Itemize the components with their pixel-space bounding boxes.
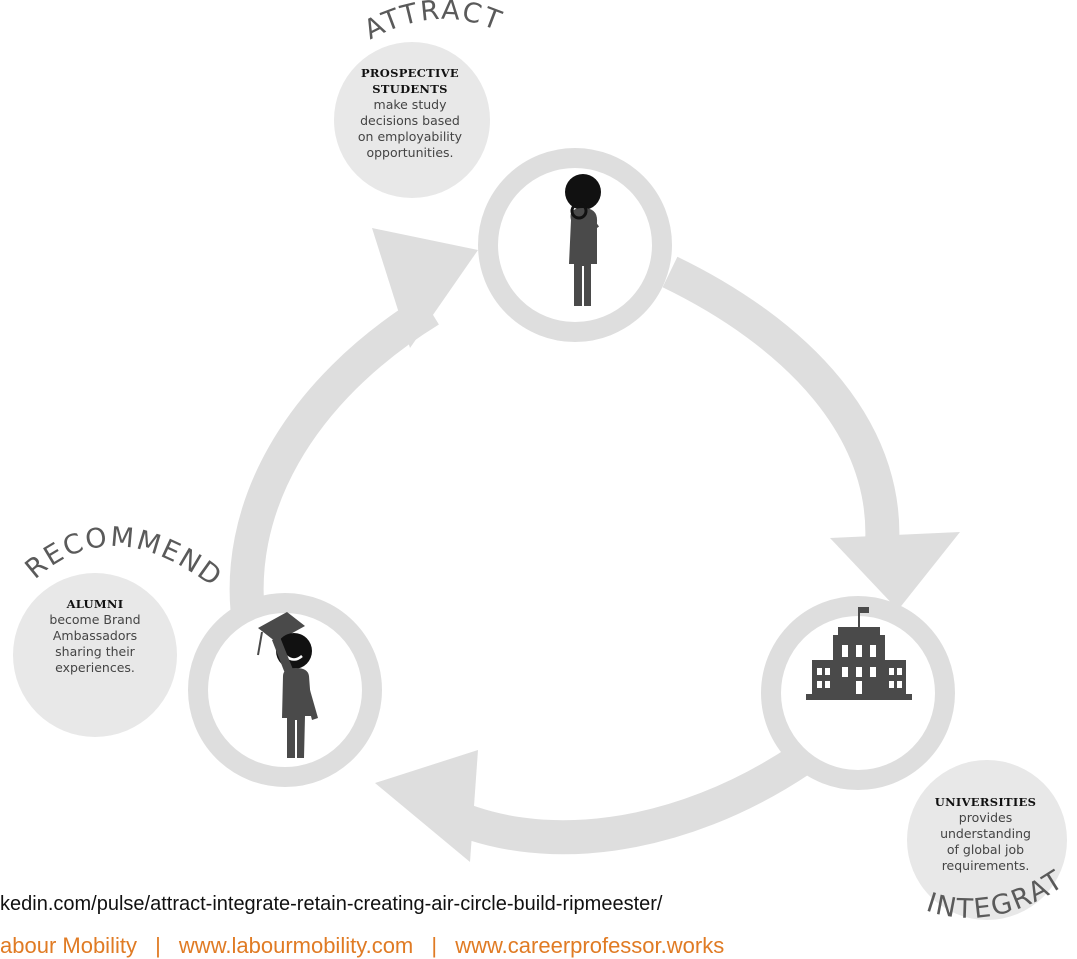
recommend-description: ALUMNI become Brand Ambassadors sharing … xyxy=(30,596,160,676)
integrate-label: INTEGRATE xyxy=(0,0,1068,925)
recommend-heading: ALUMNI xyxy=(66,597,124,611)
footer-link-labourmobility[interactable]: www.labourmobility.com xyxy=(178,933,414,958)
attract-body: make study decisions based on employabil… xyxy=(357,97,463,160)
integrate-description: UNIVERSITIES provides understanding of g… xyxy=(918,794,1053,874)
integrate-bubble xyxy=(907,760,1067,920)
arrowhead-recommend xyxy=(375,750,478,862)
cycle-arrow-attract-to-integrate xyxy=(662,256,900,568)
university-building-icon xyxy=(806,607,912,700)
attract-label: ATTRACT xyxy=(359,0,507,46)
cycle-arrow-recommend-to-attract xyxy=(229,295,439,633)
arrowhead-attract xyxy=(372,228,478,348)
attract-bubble xyxy=(334,42,490,198)
person-with-magnifier-icon xyxy=(565,174,601,306)
footer-separator: | xyxy=(155,933,161,958)
footer-brand: abour Mobility xyxy=(0,933,137,958)
attract-heading: PROSPECTIVE STUDENTS xyxy=(360,66,460,96)
integrate-heading: UNIVERSITIES xyxy=(934,795,1037,809)
source-url[interactable]: kedin.com/pulse/attract-integrate-retain… xyxy=(0,893,663,915)
footer-separator: | xyxy=(431,933,438,958)
footer-links: abour Mobility | www.labourmobility.com … xyxy=(0,933,724,959)
recommend-body: become Brand Ambassadors sharing their e… xyxy=(49,612,141,675)
graduate-waving-icon xyxy=(257,612,318,758)
footer-link-careerprofessor[interactable]: www.careerprofessor.works xyxy=(455,933,725,958)
attract-description: PROSPECTIVE STUDENTS make study decision… xyxy=(345,65,475,161)
recommend-bubble xyxy=(13,573,177,737)
cycle-arrow-integrate-to-recommend xyxy=(432,745,810,855)
integrate-body: provides understanding of global job req… xyxy=(940,810,1031,873)
arrowhead-integrate xyxy=(830,532,960,610)
